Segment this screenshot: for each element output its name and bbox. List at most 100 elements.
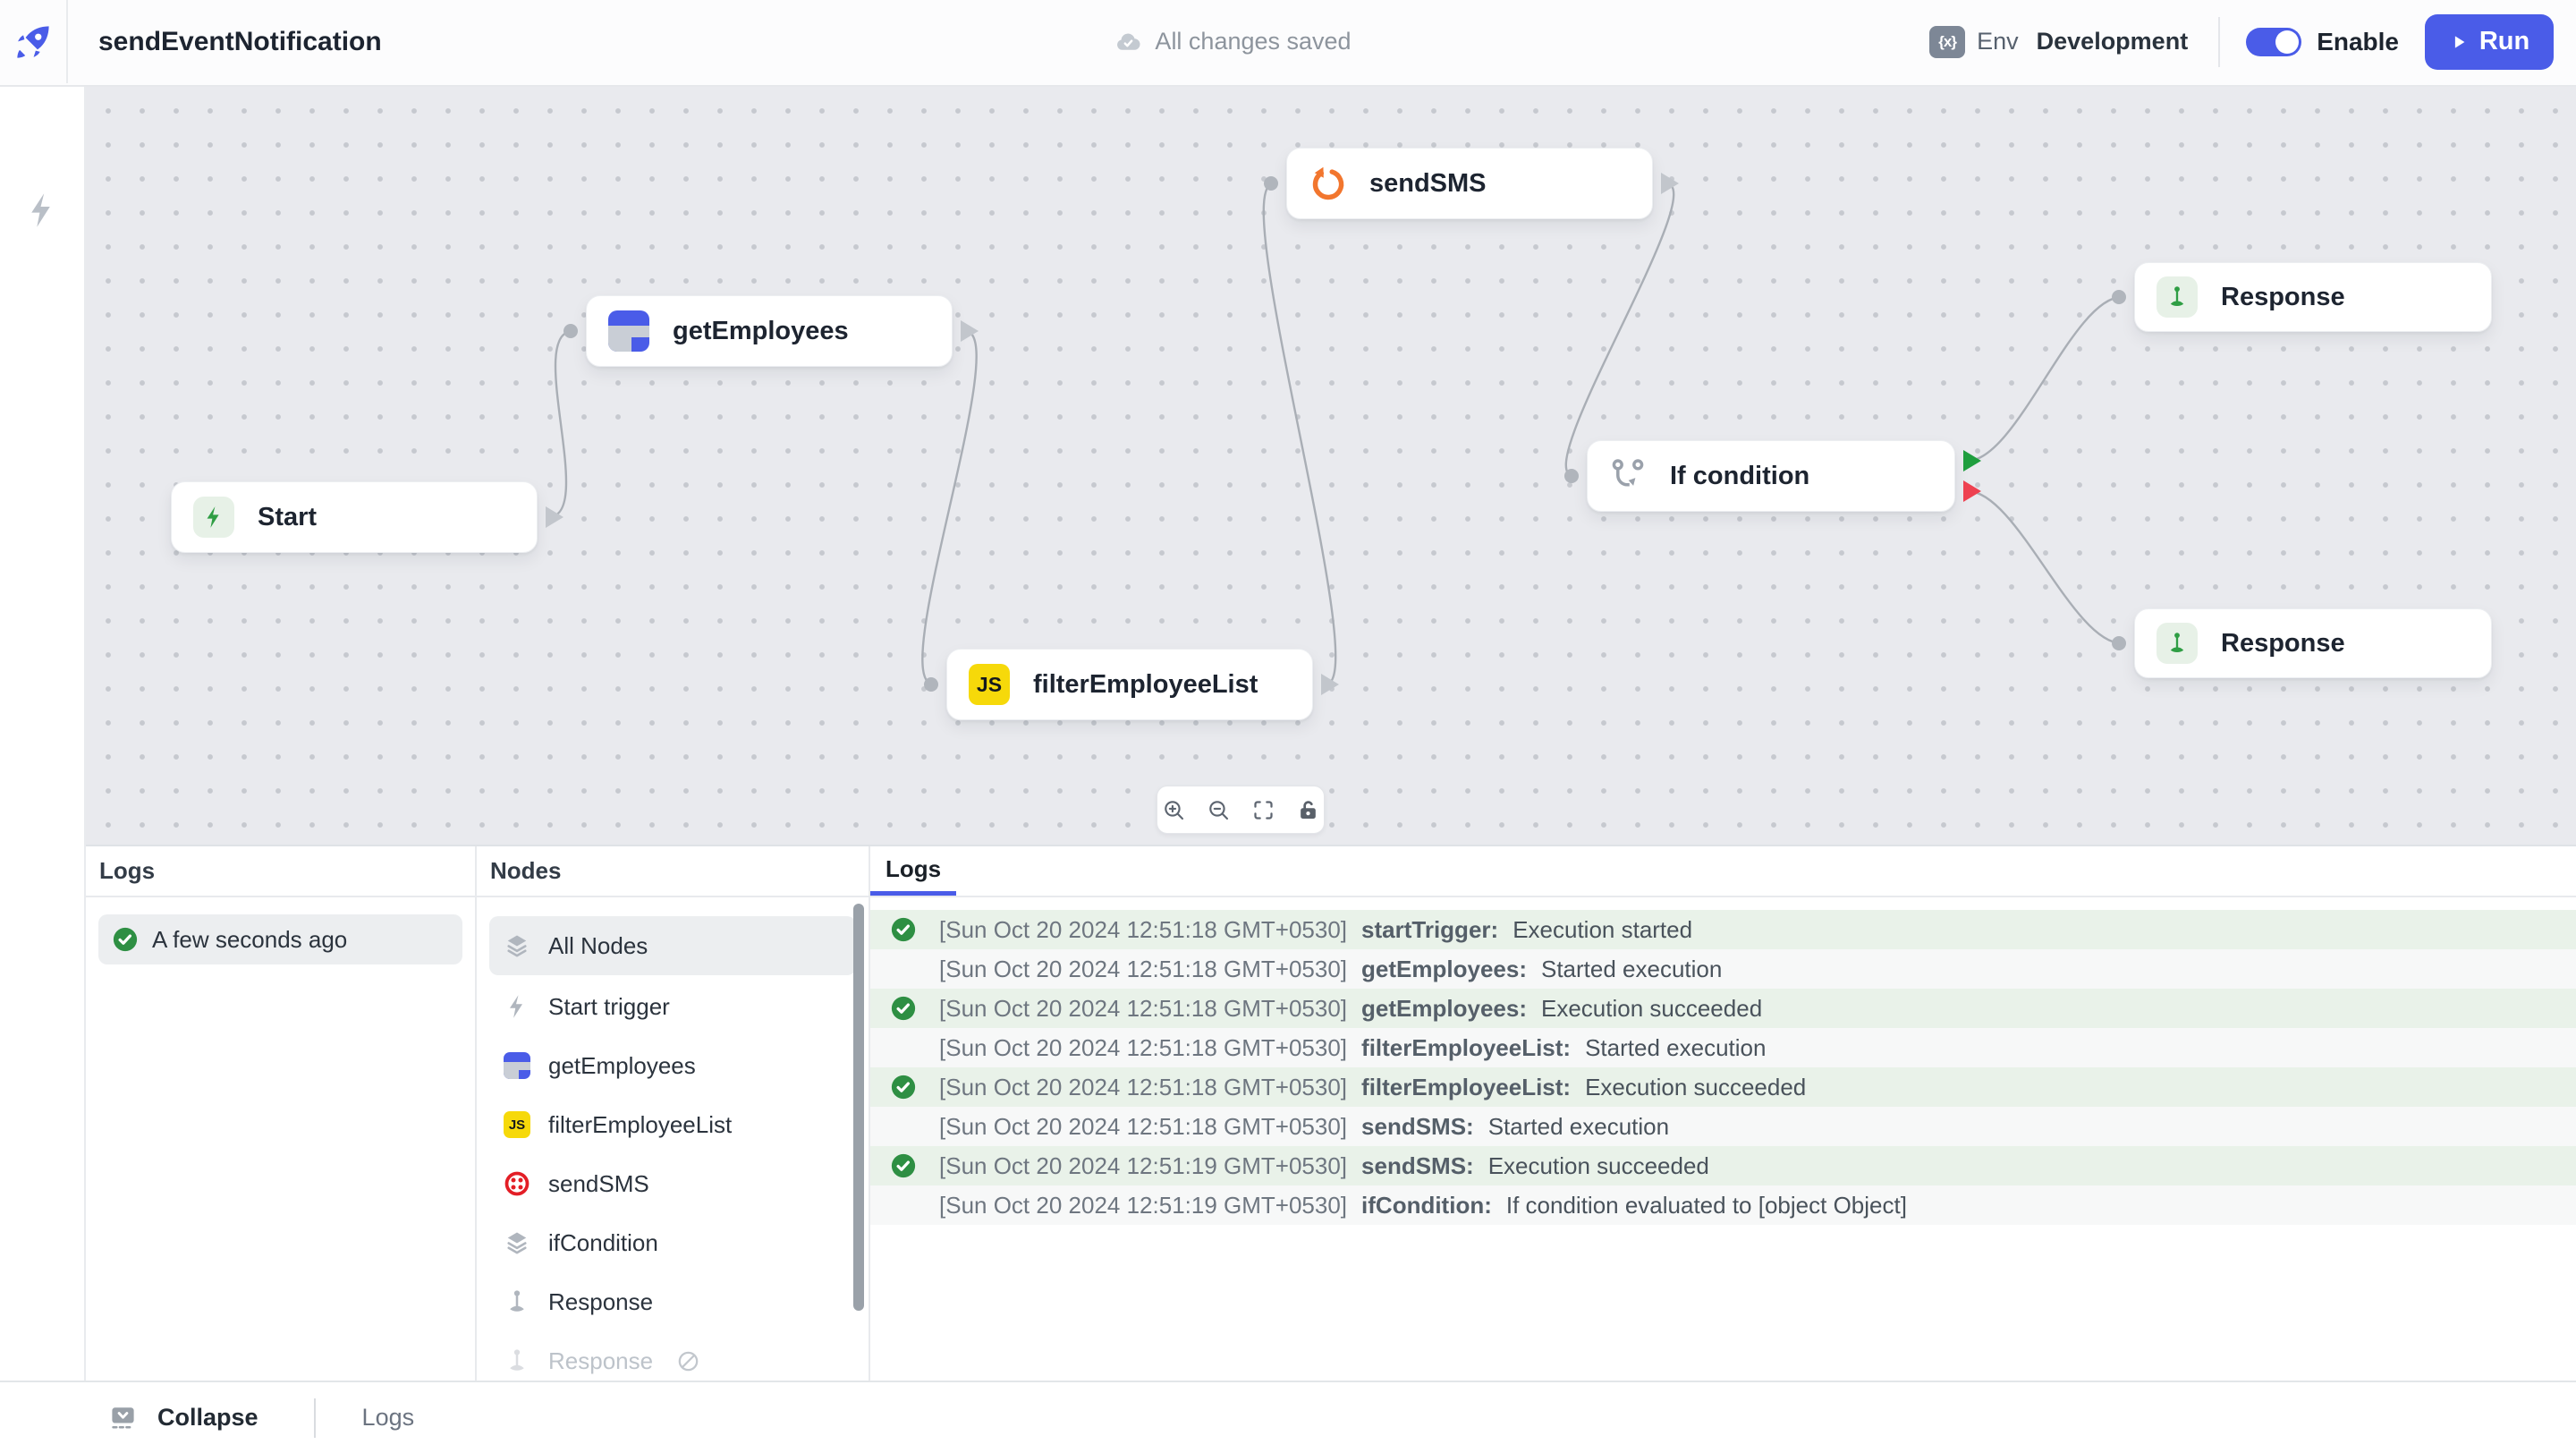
flow-node-filter-employee-list[interactable]: JS filterEmployeeList <box>924 649 1339 720</box>
footer-logs-tab[interactable]: Logs <box>361 1404 415 1431</box>
pin-icon <box>504 1347 530 1374</box>
flow-node-get-employees[interactable]: getEmployees <box>564 295 979 367</box>
nodes-header: Nodes <box>490 857 562 884</box>
log-node-name: ifCondition: <box>1361 1191 1492 1219</box>
flow-edge-start-to-get-employees <box>547 329 574 519</box>
flow-node-start[interactable]: Start <box>171 481 564 553</box>
node-filter-label: Response <box>548 1287 654 1315</box>
history-item[interactable]: A few seconds ago <box>98 914 462 964</box>
flow-node-response-2[interactable]: Response <box>2112 608 2492 678</box>
node-filter-label: sendSMS <box>548 1169 649 1197</box>
node-filter-item-response[interactable]: Response <box>477 1331 869 1381</box>
log-node-name: startTrigger: <box>1361 915 1499 943</box>
node-filter-label: Response <box>548 1347 654 1374</box>
node-filter-label: getEmployees <box>548 1051 696 1079</box>
pin-icon <box>2165 631 2190 656</box>
log-status-cell <box>890 1074 939 1100</box>
lock-button[interactable] <box>1296 798 1320 822</box>
flow-edge-if-condition-to-response-1 <box>1967 295 2123 463</box>
tab-logs[interactable]: Logs <box>870 846 957 896</box>
log-entry[interactable]: [Sun Oct 20 2024 12:51:18 GMT+0530] getEm… <box>870 989 2576 1028</box>
workflow-title: sendEventNotification <box>98 26 382 56</box>
js-icon: JS <box>969 664 1010 705</box>
output-port[interactable] <box>546 506 564 528</box>
branch-icon <box>1609 457 1647 495</box>
log-entry[interactable]: [Sun Oct 20 2024 12:51:18 GMT+0530]sendS… <box>870 1107 2576 1146</box>
log-message: Execution succeeded <box>1540 994 1763 1022</box>
log-timestamp: [Sun Oct 20 2024 12:51:18 GMT+0530] <box>939 955 1348 982</box>
log-entry[interactable]: [Sun Oct 20 2024 12:51:18 GMT+0530]getEm… <box>870 949 2576 989</box>
input-port[interactable] <box>1564 469 1579 483</box>
flow-edge-filter-employee-list-to-send-sms <box>1262 182 1337 686</box>
output-port[interactable] <box>1321 674 1339 695</box>
success-icon <box>890 916 917 943</box>
flow-node-send-sms[interactable]: sendSMS <box>1264 148 1679 219</box>
node-label: Start <box>258 502 318 531</box>
flow-node-response-1[interactable]: Response <box>2112 262 2492 332</box>
input-port[interactable] <box>924 677 938 692</box>
log-node-name: getEmployees: <box>1361 994 1527 1022</box>
flow-canvas[interactable]: Start getEmployees sendSMS JS filterEmployee… <box>86 85 2576 845</box>
log-message: Started execution <box>1540 955 1723 982</box>
node-filter-item-sendsms[interactable]: sendSMS <box>477 1154 869 1213</box>
flow-edge-send-sms-to-if-condition <box>1564 182 1675 478</box>
log-entry[interactable]: [Sun Oct 20 2024 12:51:18 GMT+0530] start… <box>870 910 2576 949</box>
enable-toggle[interactable] <box>2246 27 2302 56</box>
header-divider <box>2218 16 2221 67</box>
lightning-icon <box>201 505 226 530</box>
node-filter-item-all-nodes[interactable]: All Nodes <box>489 916 856 975</box>
log-timestamp: [Sun Oct 20 2024 12:51:18 GMT+0530] <box>939 994 1348 1022</box>
log-timestamp: [Sun Oct 20 2024 12:51:18 GMT+0530] <box>939 915 1348 943</box>
run-button[interactable]: Run <box>2425 13 2554 70</box>
node-filter-item-getemployees[interactable]: getEmployees <box>477 1036 869 1095</box>
log-message: Started execution <box>1585 1033 1767 1061</box>
input-port[interactable] <box>1264 176 1278 191</box>
output-port[interactable] <box>1661 173 1679 194</box>
node-filter-item-start-trigger[interactable]: Start trigger <box>477 977 869 1036</box>
node-label: getEmployees <box>673 316 849 345</box>
fit-view-button[interactable] <box>1251 798 1275 822</box>
input-port[interactable] <box>2112 636 2126 650</box>
log-node-name: filterEmployeeList: <box>1361 1033 1572 1061</box>
input-port[interactable] <box>2112 290 2126 304</box>
node-label: Response <box>2221 628 2345 658</box>
app-logo[interactable] <box>0 0 68 83</box>
output-port-red[interactable] <box>1963 480 1981 502</box>
output-port[interactable] <box>961 320 979 342</box>
flow-edge-if-condition-to-response-2 <box>1967 489 2123 645</box>
history-header: Logs <box>99 857 156 884</box>
left-sidebar <box>0 85 86 1381</box>
trigger-bolt-icon[interactable] <box>22 191 62 230</box>
zoom-in-button[interactable] <box>1162 798 1186 822</box>
log-timestamp: [Sun Oct 20 2024 12:51:19 GMT+0530] <box>939 1191 1348 1219</box>
node-icon-badge <box>2157 623 2198 664</box>
twilio-icon <box>504 1170 530 1197</box>
node-filter-item-ifcondition[interactable]: ifCondition <box>477 1213 869 1272</box>
log-entry[interactable]: [Sun Oct 20 2024 12:51:19 GMT+0530] ifCon… <box>870 1185 2576 1225</box>
flow-node-if-condition[interactable]: If condition <box>1564 440 1981 512</box>
log-entry[interactable]: [Sun Oct 20 2024 12:51:19 GMT+0530]sendS… <box>870 1146 2576 1185</box>
output-port-green[interactable] <box>1963 450 1981 472</box>
collapse-button[interactable]: Collapse <box>108 1403 258 1432</box>
nodes-scrollbar[interactable] <box>853 904 864 1311</box>
env-selector[interactable]: Development <box>2036 28 2189 55</box>
prohibit-icon <box>676 1349 700 1373</box>
top-header: sendEventNotification All changes saved … <box>0 0 2576 87</box>
js-icon: JS <box>504 1111 530 1138</box>
log-message: Started execution <box>1487 1112 1670 1140</box>
log-entry[interactable]: [Sun Oct 20 2024 12:51:18 GMT+0530]filte… <box>870 1028 2576 1067</box>
input-port[interactable] <box>564 324 578 338</box>
node-label: Response <box>2221 282 2345 311</box>
bottom-bar: Collapse Logs <box>0 1381 2576 1453</box>
node-filter-item-response[interactable]: Response <box>477 1272 869 1331</box>
zoom-out-button[interactable] <box>1207 798 1231 822</box>
node-filter-label: ifCondition <box>548 1228 658 1256</box>
log-entry[interactable]: [Sun Oct 20 2024 12:51:18 GMT+0530]filte… <box>870 1067 2576 1107</box>
loop-icon <box>1309 165 1346 202</box>
pin-icon <box>504 1288 530 1315</box>
node-label: filterEmployeeList <box>1033 669 1258 699</box>
